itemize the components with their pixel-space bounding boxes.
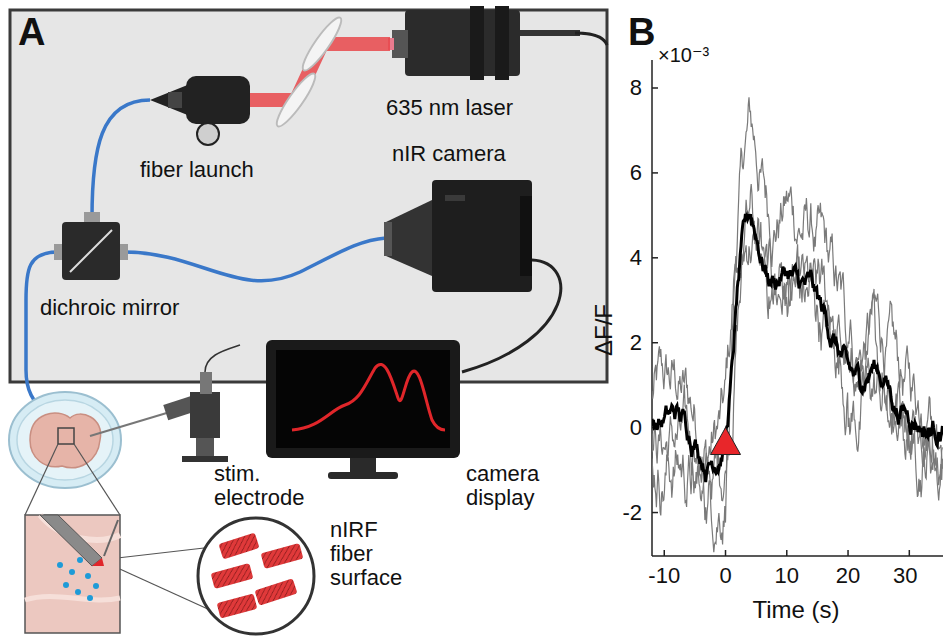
part-label: fiber launch <box>140 158 254 182</box>
tick <box>652 512 658 514</box>
y-axis <box>651 60 653 556</box>
tick <box>786 550 788 556</box>
tick <box>652 172 658 174</box>
setup-panel <box>10 10 607 382</box>
tick-label: 0 <box>630 416 642 440</box>
traces <box>652 97 942 552</box>
part-label: nIR camera <box>392 142 506 166</box>
part-label: ΔF/F <box>591 304 617 356</box>
laser <box>388 6 607 80</box>
tick-label: 10 <box>775 564 799 588</box>
fiber-launch <box>150 76 250 145</box>
panel-letter: B <box>628 12 655 54</box>
trace-plot <box>652 60 943 556</box>
panel-letter: A <box>18 12 45 54</box>
tick-label: 6 <box>630 161 642 185</box>
tick-label: 20 <box>836 564 860 588</box>
part-label: ×10⁻³ <box>658 44 709 66</box>
tick-label: 4 <box>630 246 642 270</box>
nir-camera <box>384 180 532 292</box>
tick <box>664 550 666 556</box>
tick <box>847 550 849 556</box>
slice-dish <box>9 392 121 488</box>
tick-label: -10 <box>648 564 680 588</box>
tick-label: -2 <box>622 500 642 524</box>
tick-label: 0 <box>719 564 731 588</box>
camera-cable <box>462 260 561 372</box>
tick <box>652 257 658 259</box>
mean-trace <box>652 214 942 482</box>
tick-label: 30 <box>893 564 917 588</box>
mirror <box>298 14 346 74</box>
dichroic-mirror <box>54 212 128 280</box>
tick <box>725 550 727 556</box>
mirror <box>272 70 320 130</box>
tick-label: 2 <box>630 331 642 355</box>
slice-inset <box>25 515 120 633</box>
tick-label: 8 <box>630 76 642 100</box>
x-axis <box>652 555 943 557</box>
trial-trace <box>652 184 942 552</box>
tick <box>652 87 658 89</box>
display-monitor <box>266 340 460 479</box>
part-label: Time (s) <box>752 597 839 623</box>
stim-electrode <box>90 345 240 462</box>
part-label: dichroic mirror <box>40 296 179 320</box>
tick <box>652 342 658 344</box>
tick <box>909 550 911 556</box>
part-label: 635 nm laser <box>386 96 513 120</box>
stimulus-marker <box>711 427 741 454</box>
part-label: stim. electrode <box>214 462 314 510</box>
part-label: camera display <box>466 462 562 510</box>
fiber-surface-inset <box>198 518 314 634</box>
part-label: nIRF fiber surface <box>330 518 414 591</box>
